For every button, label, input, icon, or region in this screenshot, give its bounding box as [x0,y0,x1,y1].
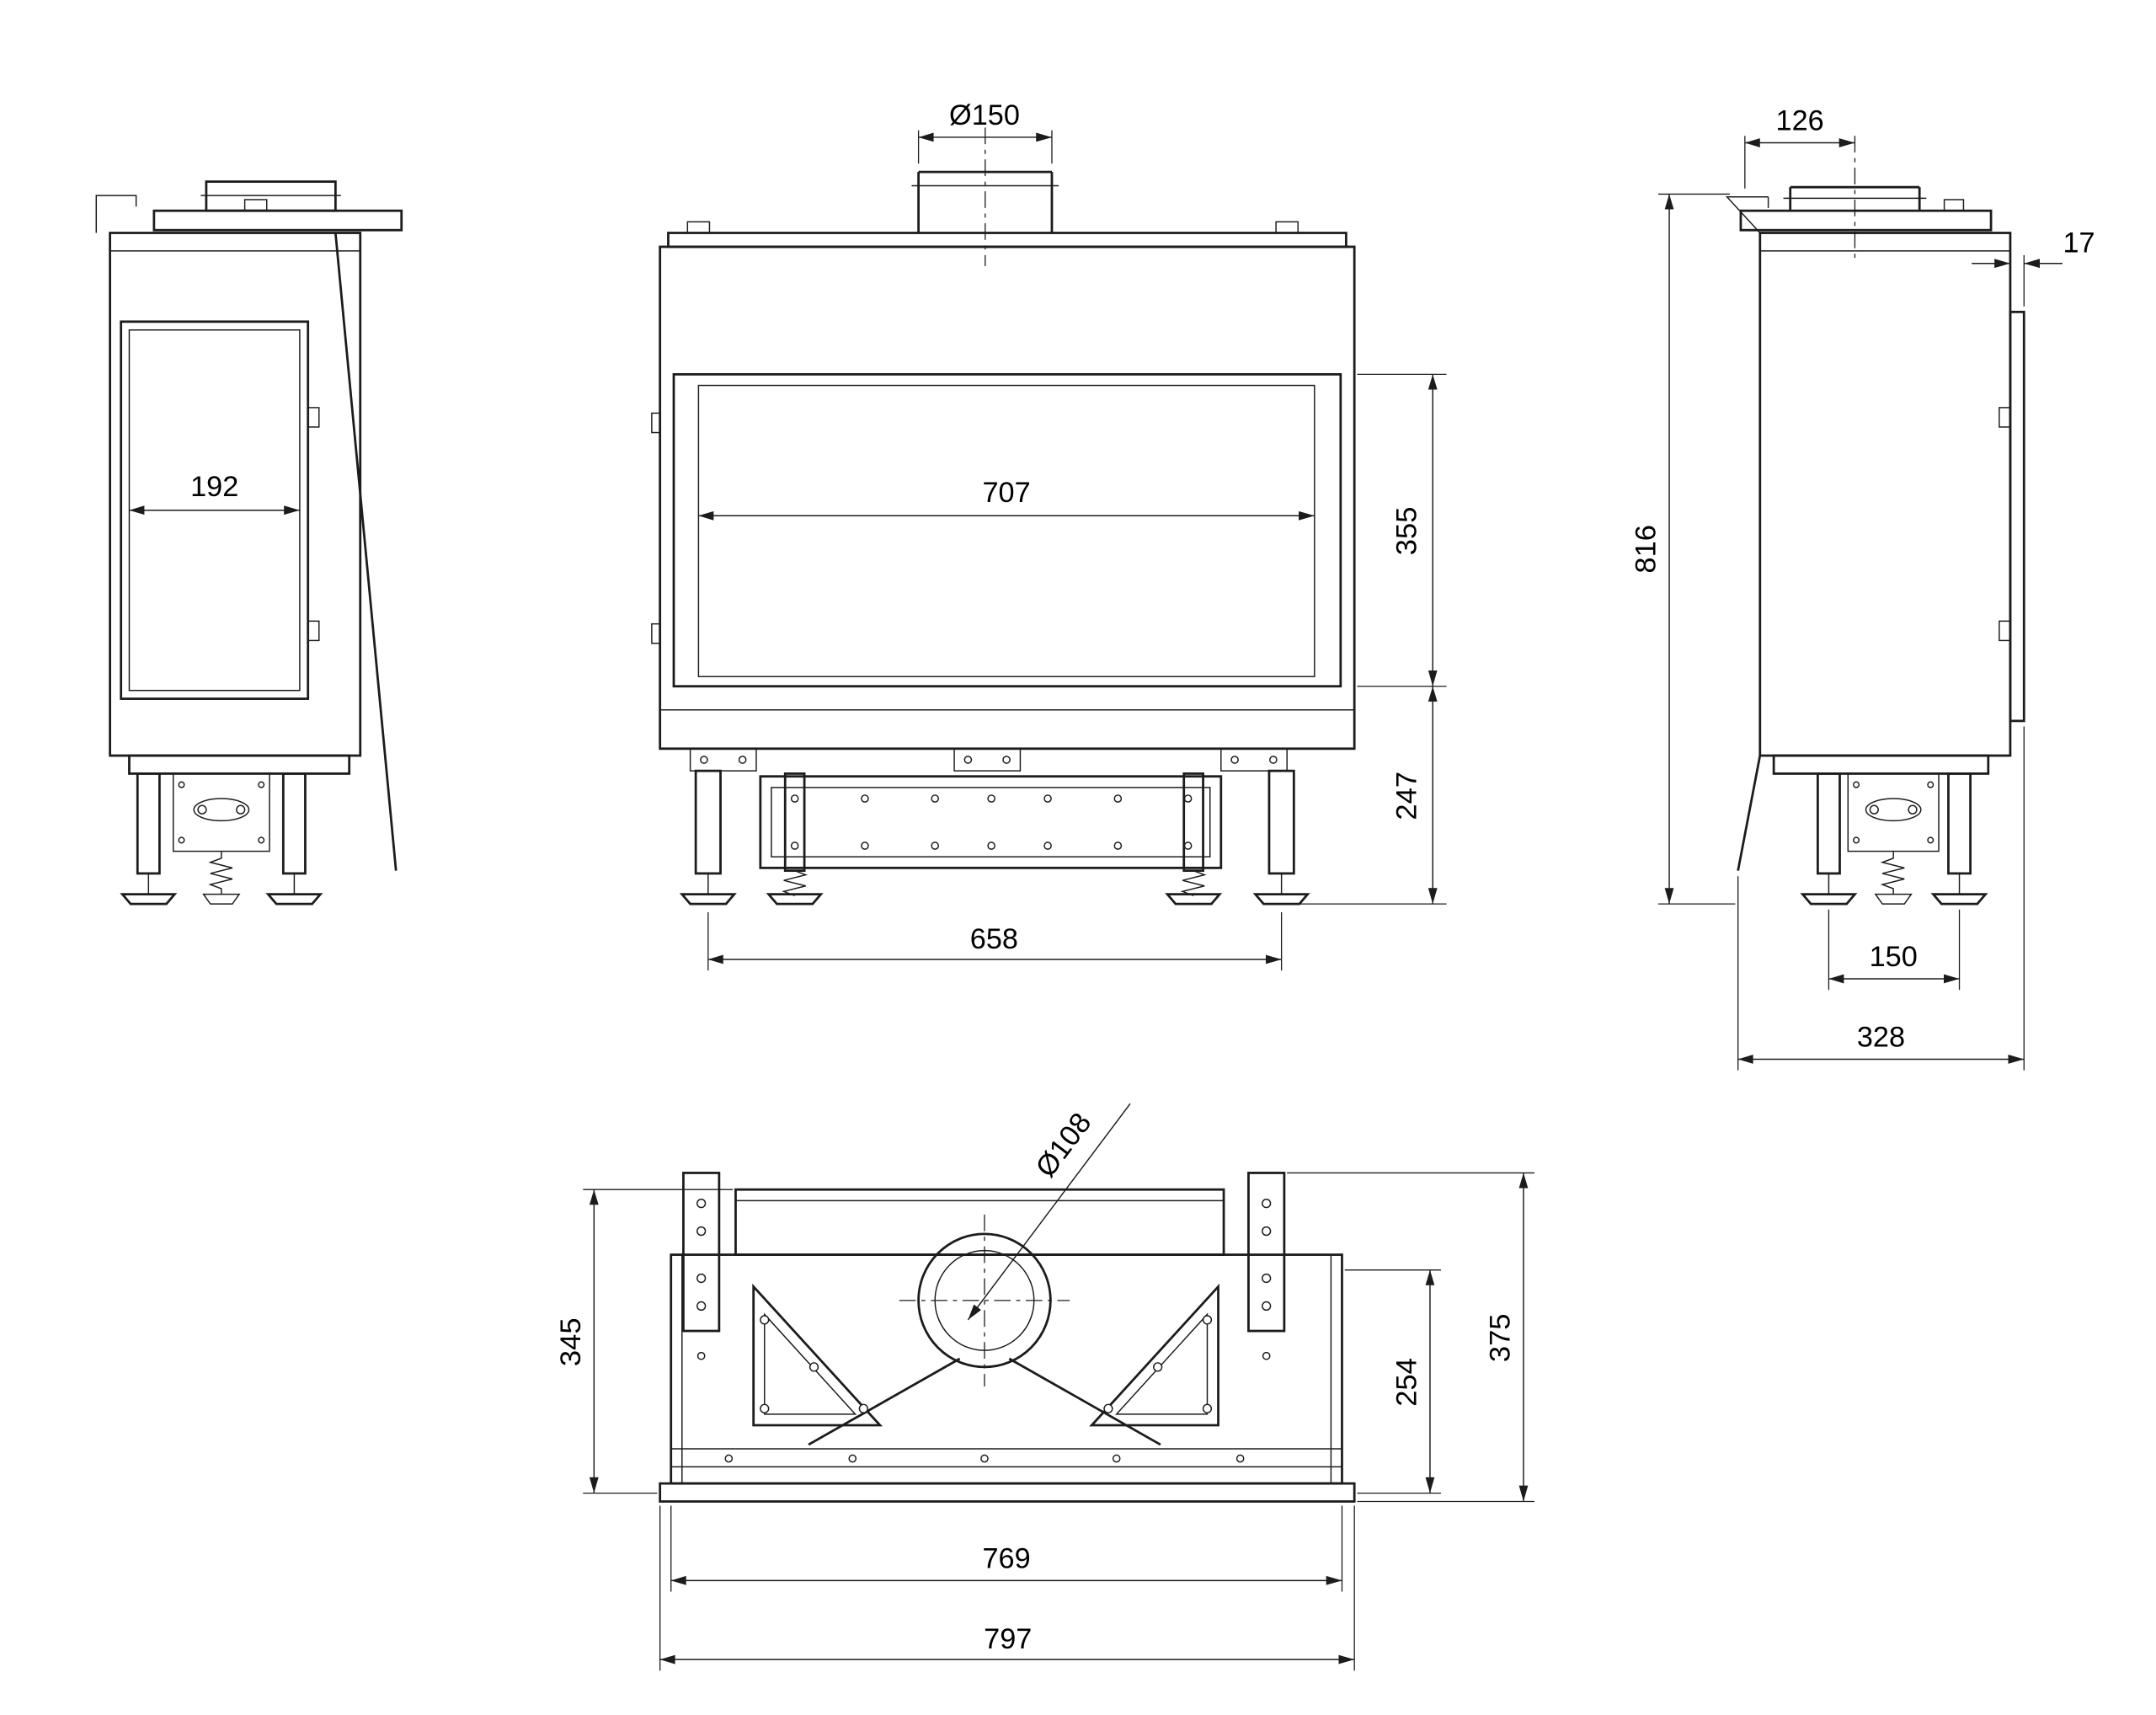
dim-total-width: 797 [659,1505,1355,1671]
left-gusset-plate [752,1283,883,1427]
dim-front-depth: 254 [1344,1269,1442,1494]
right-view-body [1725,136,2025,871]
dim-top-total-depth: 375 [1287,1172,1535,1503]
dim-label-left-glass-width: 192 [190,471,238,503]
dim-label-top-total-depth: 375 [1485,1313,1517,1362]
left-view-body [95,180,403,871]
dim-label-inner-width: 769 [983,1542,1031,1574]
right-view-base [1772,754,1990,906]
dim-glass-lip: 17 [1972,227,2095,307]
dim-label-total-width: 797 [984,1623,1032,1655]
front-view-glass [672,372,1342,688]
dim-label-front-depth: 254 [1391,1358,1423,1407]
dim-label-front-glass-width: 707 [983,477,1031,509]
dim-side-feet-span: 150 [1828,909,1961,991]
glass-lip [2009,310,2025,723]
top-view: Ø108 345 375 254 769 [555,1103,1535,1671]
dim-label-total-depth: 328 [1857,1022,1905,1054]
dim-flue-diameter: Ø150 [917,99,1053,164]
dim-front-feet-span: 658 [707,912,1283,971]
dim-label-front-feet-span: 658 [970,923,1018,955]
right-side-view: 126 17 816 150 328 [1630,105,2095,1071]
left-side-view: 192 [95,180,403,906]
top-view-body [659,1172,1356,1503]
front-view: Ø150 707 355 247 658 [651,99,1447,971]
dim-label-side-feet-span: 150 [1870,941,1918,973]
dim-base-height: 247 [1298,686,1447,905]
dim-total-height: 816 [1630,193,1736,905]
dim-label-flue-center-offset: 126 [1776,105,1824,137]
top-flue-opening [899,1214,1070,1386]
dim-label-flue-diameter: Ø150 [949,99,1020,131]
front-flue-stub [911,127,1059,267]
front-view-base [679,748,1310,906]
dim-inner-width: 769 [670,1505,1343,1592]
dim-label-total-height: 816 [1630,525,1662,574]
dim-rear-depth: 345 [555,1189,734,1494]
dim-total-depth: 328 [1737,726,2025,1071]
dim-label-base-height: 247 [1391,772,1423,820]
right-gusset-plate [1089,1283,1219,1427]
dim-label-front-glass-height: 355 [1391,507,1423,556]
dim-front-glass-width: 707 [698,477,1315,521]
dim-flue-center-offset: 126 [1744,105,1855,189]
dim-label-top-flue-diameter: Ø108 [1030,1107,1098,1183]
left-view-base [120,754,351,906]
dim-left-glass-width: 192 [129,471,300,516]
dim-front-glass-height: 355 [1357,373,1447,687]
dim-label-rear-depth: 345 [555,1317,587,1366]
dim-label-glass-lip: 17 [2063,227,2095,259]
